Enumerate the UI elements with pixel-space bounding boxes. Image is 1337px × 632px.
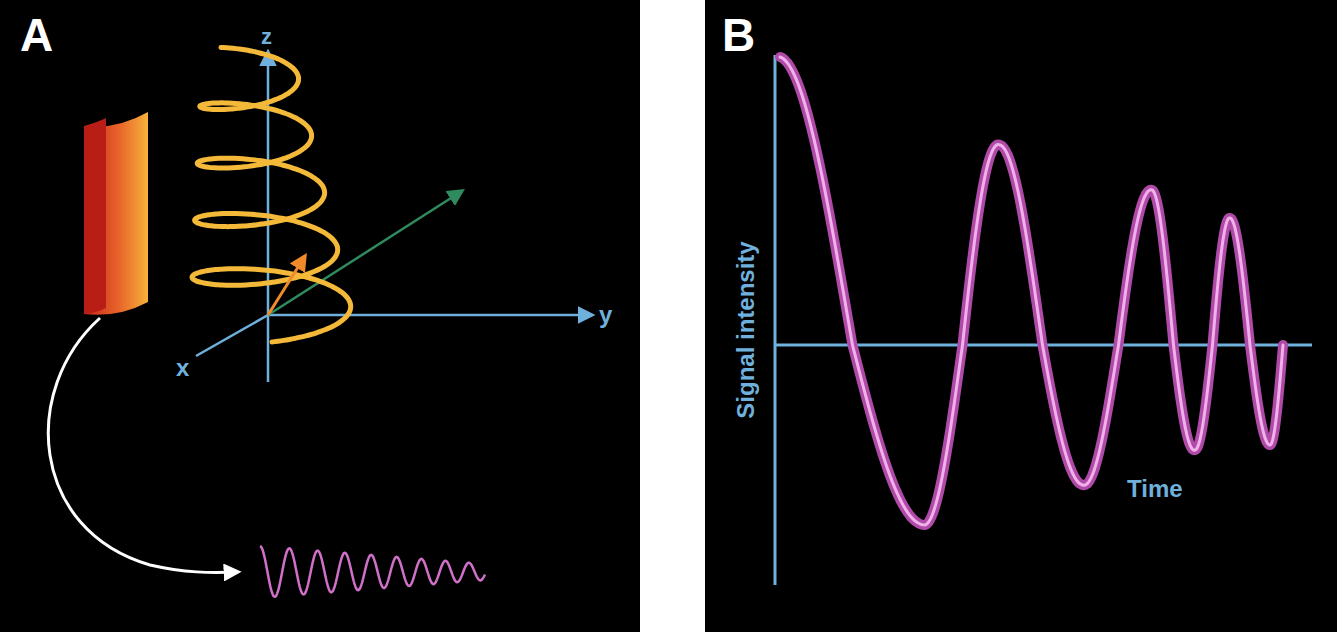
fid-curve	[780, 57, 1283, 525]
panel-letter: B	[722, 12, 755, 58]
axis-title: Signal intensity	[734, 241, 758, 418]
receiver-coil	[84, 112, 148, 315]
panel-ground	[0, 0, 640, 632]
axis-title: Time	[1127, 477, 1183, 501]
precession-spiral	[192, 47, 351, 342]
signal-axis	[774, 55, 777, 585]
panel-letter: A	[20, 12, 53, 58]
field-axis	[268, 191, 462, 315]
axis-label: x	[176, 356, 189, 380]
signal-lead	[48, 318, 238, 572]
fid-signal	[260, 546, 485, 597]
receiver-coil-face	[84, 118, 106, 314]
axis-label: y	[599, 303, 612, 327]
fid-curve-highlight	[780, 57, 1283, 525]
magnetization-vector	[268, 256, 305, 315]
x-axis	[196, 315, 268, 356]
axis-label: z	[261, 26, 272, 48]
y-axis	[268, 314, 592, 317]
panel-ground	[705, 0, 1337, 632]
